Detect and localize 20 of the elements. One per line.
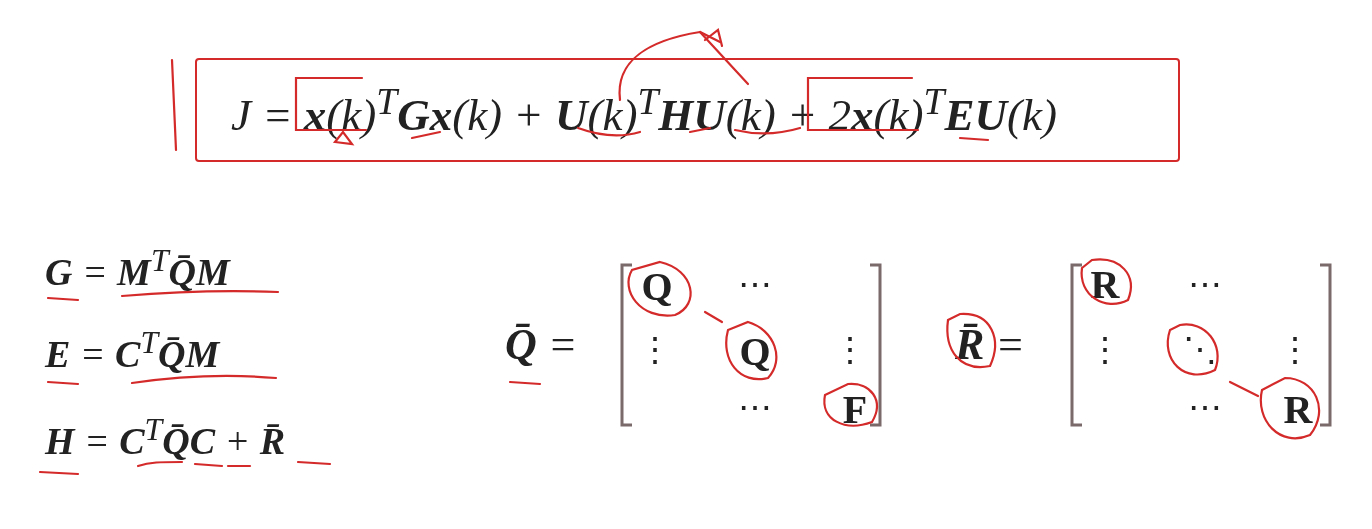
matrix-entry: ⋮ [1278, 333, 1312, 367]
matrix-entry: Q [739, 332, 771, 372]
matrix-entry: ⋯ [738, 268, 772, 302]
formula: E = C$^{T}$Q̄M [45, 327, 220, 373]
matrix-entry: F [842, 390, 868, 430]
matrix-entry: ⋮ [1088, 333, 1122, 367]
matrix-entry: ⋮ [833, 333, 867, 367]
formula: R̄ = [955, 323, 1026, 367]
matrix-entry: ⋯ [1188, 268, 1222, 302]
matrix-entry: R [1283, 390, 1313, 430]
matrix-entry: Q [641, 267, 673, 307]
annotation-box [195, 58, 1180, 162]
matrix-entry: R [1090, 265, 1120, 305]
formula: G = M$^{T}$Q̄M [45, 245, 230, 291]
matrix-entry: ⋯ [1188, 391, 1222, 425]
matrix-entry: ⋮ [638, 333, 672, 367]
formula: H = C$^{T}$Q̄C + R̄ [45, 414, 285, 460]
formula: Q̄ = [505, 323, 578, 367]
matrix-entry: ⋯ [738, 391, 772, 425]
matrix-entry: ⋱ [1183, 333, 1217, 367]
